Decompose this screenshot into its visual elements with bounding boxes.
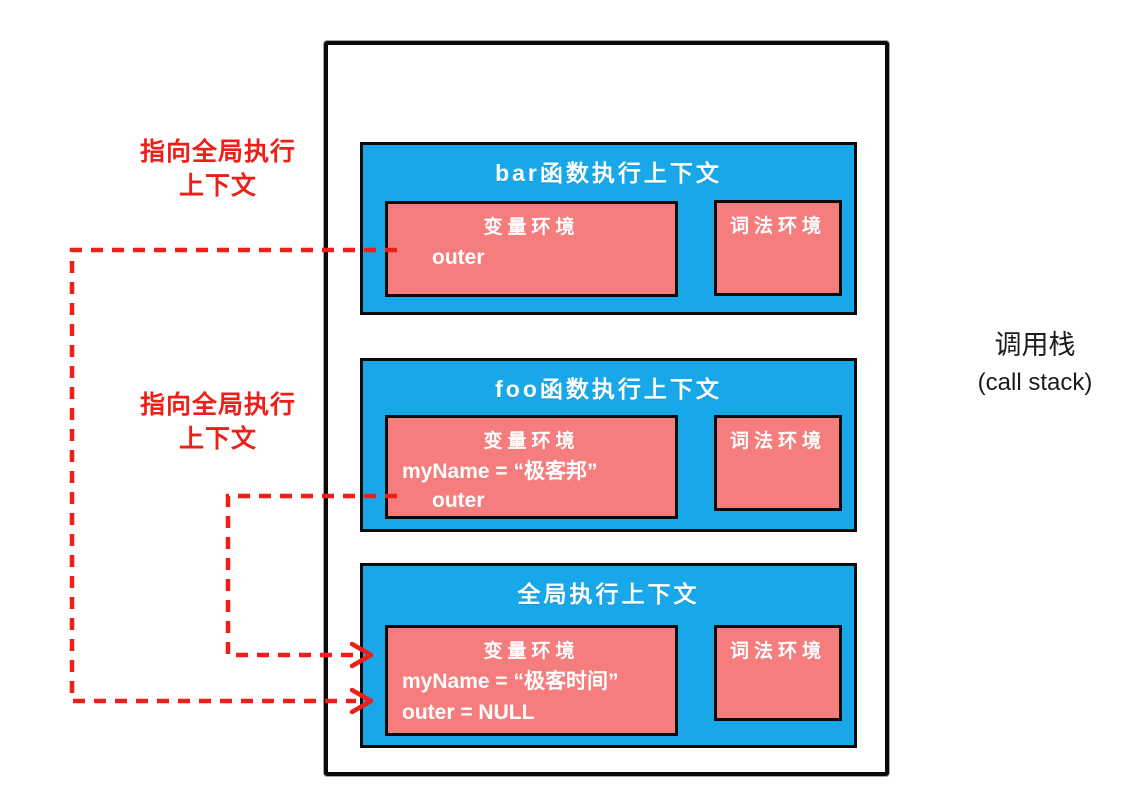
var-entry-outer: outer xyxy=(432,489,485,512)
env-title: 词法环境 xyxy=(729,431,826,452)
pointer-label-line1: 指向全局执行 xyxy=(139,391,296,419)
call-stack-label-cn: 调用栈 xyxy=(994,330,1076,360)
env-title: 词法环境 xyxy=(729,641,826,662)
var-entry-outer: outer xyxy=(432,246,485,269)
execution-context-foo: foo函数执行上下文 变量环境 myName = “极客邦” outer 词法环… xyxy=(360,358,857,532)
env-title: 变量环境 xyxy=(483,217,580,238)
context-title: 全局执行上下文 xyxy=(517,581,700,607)
context-title: bar函数执行上下文 xyxy=(495,160,722,186)
pointer-label-top: 指向全局执行 上下文 xyxy=(128,135,308,203)
var-entry-myname: myName = “极客邦” xyxy=(402,460,598,483)
lexical-environment-global: 词法环境 xyxy=(714,625,842,721)
variable-environment-foo: 变量环境 myName = “极客邦” outer xyxy=(385,415,678,519)
pointer-label-line2: 上下文 xyxy=(178,172,257,200)
variable-environment-global: 变量环境 myName = “极客时间” outer = NULL xyxy=(385,625,678,736)
variable-environment-bar: 变量环境 outer xyxy=(385,201,678,297)
lexical-environment-foo: 词法环境 xyxy=(714,415,842,511)
execution-context-bar: bar函数执行上下文 变量环境 outer 词法环境 xyxy=(360,142,857,315)
pointer-label-middle: 指向全局执行 上下文 xyxy=(128,388,308,456)
pointer-label-line2: 上下文 xyxy=(178,425,257,453)
var-entry-myname: myName = “极客时间” xyxy=(402,670,619,693)
var-entry-outer: outer = NULL xyxy=(402,701,535,724)
context-title: foo函数执行上下文 xyxy=(495,376,722,402)
lexical-environment-bar: 词法环境 xyxy=(714,200,842,296)
env-title: 词法环境 xyxy=(729,216,826,237)
env-title: 变量环境 xyxy=(483,431,580,452)
call-stack-label-en: (call stack) xyxy=(977,369,1093,396)
env-title: 变量环境 xyxy=(483,641,580,662)
call-stack-label: 调用栈 (call stack) xyxy=(945,326,1125,402)
pointer-label-line1: 指向全局执行 xyxy=(139,138,296,166)
execution-context-global: 全局执行上下文 变量环境 myName = “极客时间” outer = NUL… xyxy=(360,563,857,748)
